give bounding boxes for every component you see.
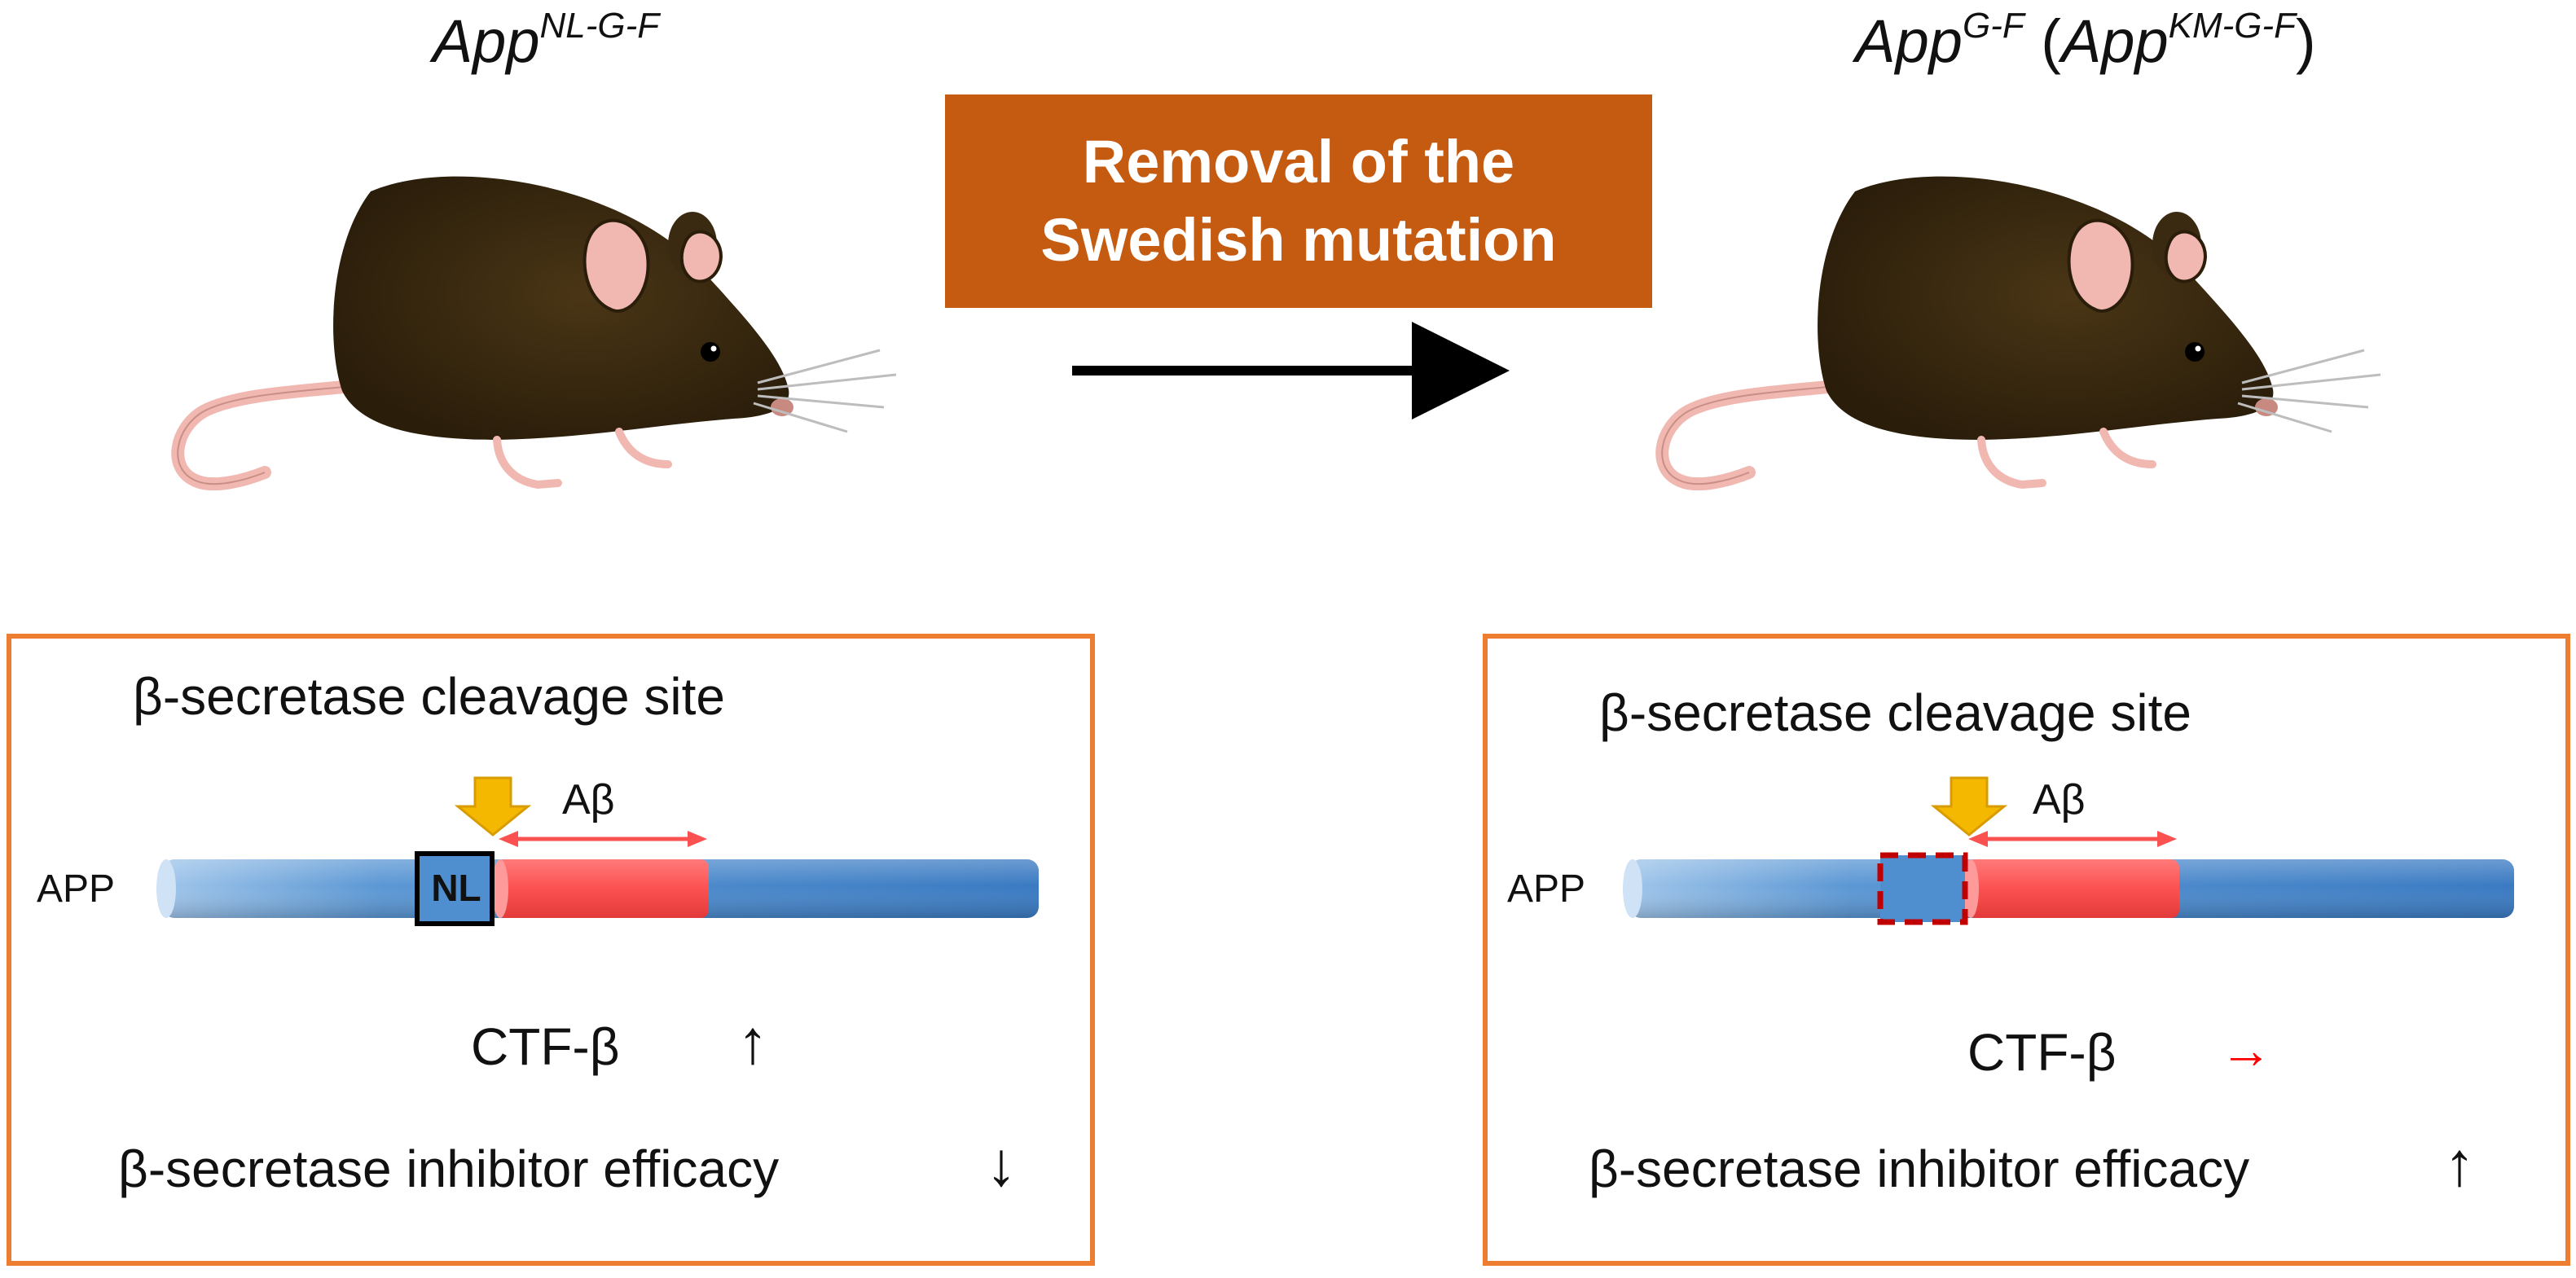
abeta-segment-right (1963, 859, 2179, 918)
removal-banner: Removal of the Swedish mutation (945, 94, 1652, 308)
nl-box (415, 851, 495, 926)
abeta-span-arrow-right (1968, 831, 2177, 847)
abeta-label-left: Aβ (562, 776, 615, 823)
right-panel (1483, 634, 2570, 1266)
right-genotype-title: AppG-F (AppKM-G-F) (1855, 6, 2316, 75)
abeta-segment-left (492, 859, 709, 918)
efficacy-label-right: β-secretase inhibitor efficacy (1589, 1140, 2250, 1198)
nl-label: NL (431, 867, 481, 909)
banner-line-1: Removal of the (1082, 128, 1515, 195)
app-label-right: APP (1507, 867, 1586, 911)
left-genotype-title: AppNL-G-F (432, 6, 660, 75)
mouse-icon-left (171, 176, 897, 491)
ctf-flat-arrow-right: → (2220, 1021, 2272, 1079)
ctf-up-arrow-left: ↑ (737, 1008, 768, 1077)
cleavage-arrow-right (1930, 776, 2008, 837)
efficacy-up-arrow-right: ↑ (2444, 1130, 2475, 1199)
abeta-span-arrow-left (499, 831, 707, 847)
cleavage-label-right: β-secretase cleavage site (1599, 683, 2191, 742)
ctf-beta-label-right: CTF-β (1967, 1023, 2117, 1082)
efficacy-label-left: β-secretase inhibitor efficacy (118, 1140, 780, 1198)
banner-line-2: Swedish mutation (1040, 206, 1557, 274)
removed-nl-box (1877, 852, 1968, 925)
cleavage-arrow-left (454, 776, 532, 837)
efficacy-down-arrow-left: ↓ (986, 1130, 1017, 1199)
left-panel (7, 634, 1095, 1266)
ctf-beta-label-left: CTF-β (471, 1017, 620, 1076)
mouse-icon-right (1655, 176, 2381, 491)
cleavage-label-left: β-secretase cleavage site (133, 667, 725, 726)
app-label-left: APP (37, 867, 116, 911)
abeta-label-right: Aβ (2033, 776, 2086, 823)
